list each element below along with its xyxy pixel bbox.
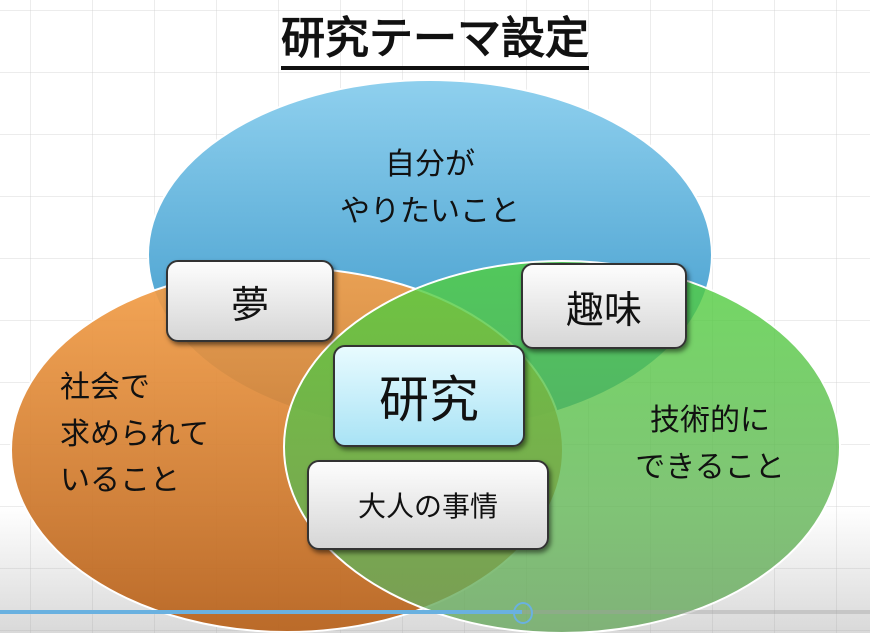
box-research: 研究	[333, 345, 525, 447]
box-hobby: 趣味	[521, 263, 687, 349]
slide-title: 研究テーマ設定	[0, 2, 870, 70]
box-dream: 夢	[166, 260, 334, 342]
video-progress-thumb[interactable]	[513, 602, 533, 624]
video-progress-fill	[0, 610, 522, 614]
circle-right-label: 技術的に できること	[635, 403, 785, 485]
video-progress-bar[interactable]	[0, 610, 870, 614]
box-adult-circumstances: 大人の事情	[307, 460, 549, 550]
circle-left-label: 社会で 求められて いること	[60, 370, 210, 498]
circle-top-label: 自分が やりたいこと	[340, 147, 520, 229]
